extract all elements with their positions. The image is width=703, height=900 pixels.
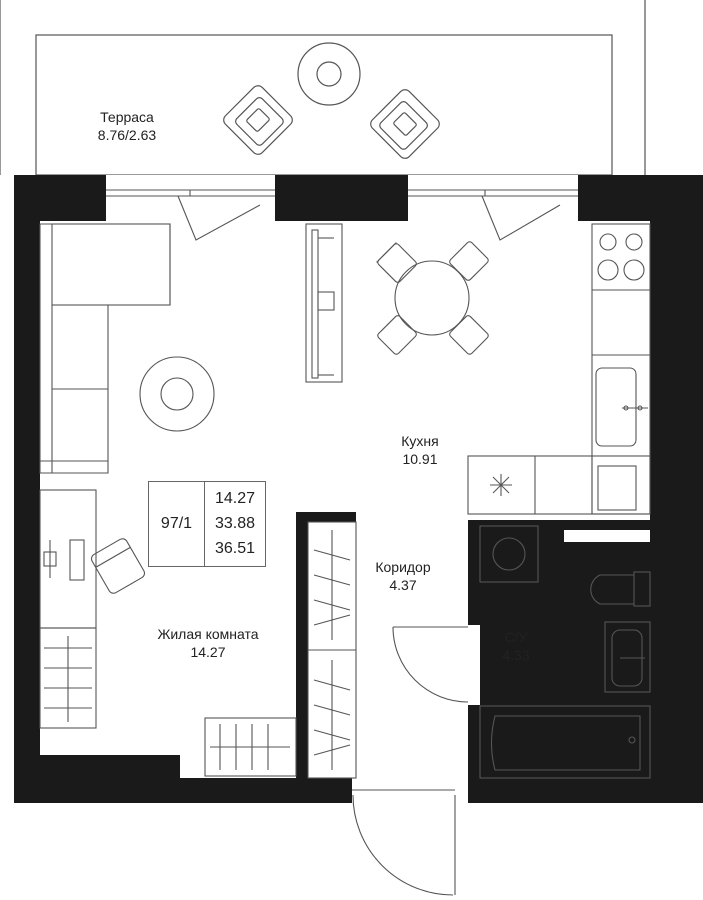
terrace-chair-left	[223, 85, 293, 155]
dining-table	[394, 260, 470, 336]
desk-chair	[90, 538, 146, 594]
kitchen-lower-cabinets	[467, 455, 651, 515]
corridor-wardrobe	[307, 521, 357, 779]
window-left	[106, 189, 275, 241]
room-area: 14.27	[190, 644, 226, 660]
desk	[39, 489, 97, 629]
living-area-value: 14.27	[214, 490, 256, 507]
bathroom-sink	[604, 621, 651, 693]
bottom-wardrobe	[204, 717, 297, 777]
walls	[14, 175, 703, 803]
window-gap-2	[408, 175, 578, 221]
window-gap-1	[106, 175, 275, 221]
room-area: 4.37	[389, 577, 417, 593]
corridor-wall-top	[296, 512, 356, 522]
bathroom-door-gap	[468, 625, 480, 705]
area-values: 14.27 33.88 36.51	[205, 486, 265, 561]
room-label-corridor: Коридор 4.37	[363, 558, 443, 594]
corridor-wall-vertical	[296, 512, 308, 778]
tv-stand	[305, 223, 343, 383]
room-area: 10.91	[402, 451, 438, 467]
coffee-table	[139, 356, 215, 432]
kitchen-counter	[591, 223, 651, 515]
stove	[597, 233, 645, 281]
sofa	[39, 223, 171, 474]
window-right	[408, 189, 578, 241]
entrance-door	[352, 789, 456, 896]
living-wardrobe	[39, 627, 97, 729]
dining-chair	[376, 242, 417, 283]
dining-chair	[377, 315, 417, 355]
bathtub	[479, 705, 651, 779]
toilet	[590, 571, 651, 607]
area-with-terrace-value: 36.51	[214, 540, 256, 557]
room-label-kitchen: Кухня 10.91	[380, 432, 460, 468]
total-area-value: 33.88	[214, 515, 256, 532]
dining-chair	[449, 241, 489, 281]
room-name: Жилая комната	[157, 626, 259, 642]
room-label-bathroom: С/У 4.33	[486, 628, 546, 664]
room-name: Терраса	[100, 109, 154, 125]
bathroom-door	[392, 626, 469, 703]
room-label-living: Жилая комната 14.27	[140, 625, 276, 661]
room-area: 8.76/2.63	[97, 127, 157, 143]
area-summary-box: 97/1 14.27 33.88 36.51	[148, 481, 266, 567]
dining-chair	[449, 315, 489, 355]
room-name: Кухня	[401, 433, 439, 449]
terrace-outline	[0, 0, 646, 176]
outer-wall	[14, 175, 703, 803]
room-name: Коридор	[375, 559, 431, 575]
kitchen-sink	[595, 367, 648, 447]
room-name: С/У	[504, 629, 528, 645]
terrace-table	[297, 42, 361, 106]
washing-machine	[479, 525, 539, 583]
bath-shelf-inner	[564, 530, 650, 542]
room-area: 4.33	[502, 647, 530, 663]
room-label-terrace: Терраса 8.76/2.63	[82, 108, 172, 144]
terrace-chair-right	[370, 89, 440, 159]
apartment-number: 97/1	[149, 482, 205, 566]
